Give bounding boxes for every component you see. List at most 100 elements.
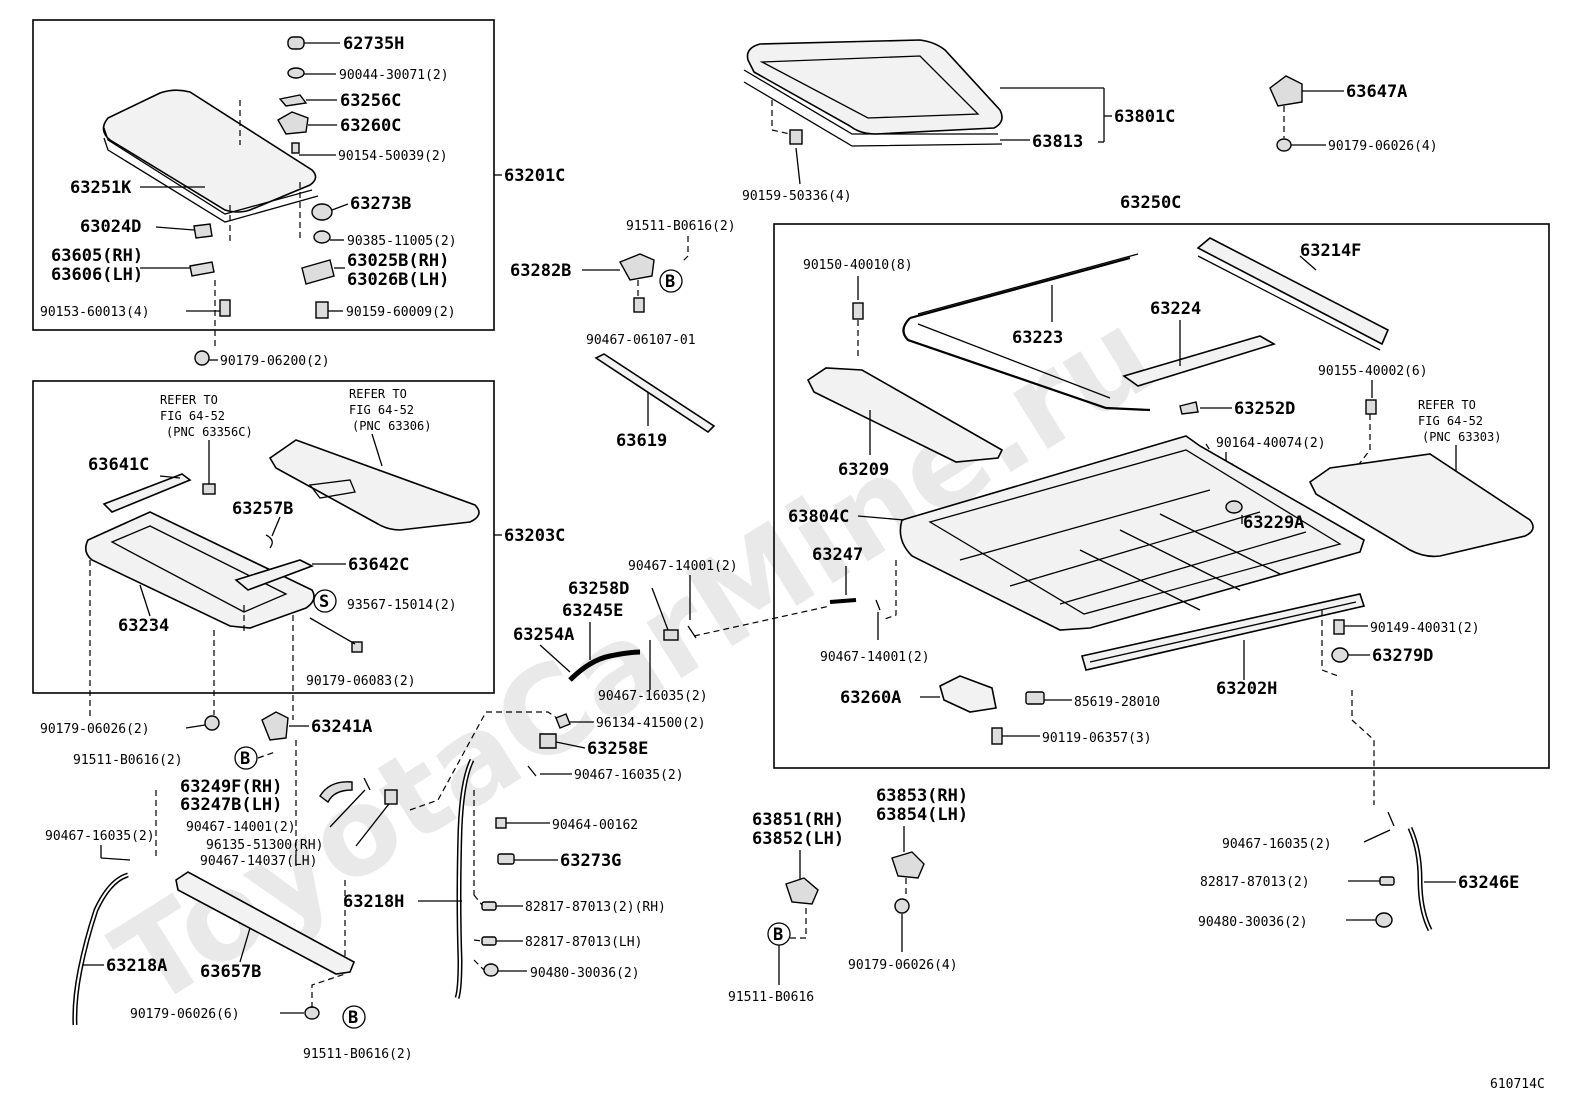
part-90153 xyxy=(219,299,231,317)
group-box-63203c xyxy=(32,380,495,694)
part-63258d xyxy=(663,629,679,641)
label-90467b: 90467-14037(LH) xyxy=(200,854,317,869)
label-90179a: 90179-06200(2) xyxy=(220,354,330,369)
label-90480a: 90480-30036(2) xyxy=(530,966,640,981)
label-90119: 90119-06357(3) xyxy=(1042,731,1152,746)
label-90179e: 90179-06026(4) xyxy=(1328,139,1438,154)
part-82817b xyxy=(481,936,497,946)
part-clip-90467e xyxy=(687,625,697,639)
part-glass-63801c xyxy=(743,39,1003,147)
label-63606: 63606(LH) xyxy=(51,265,143,285)
label-63251k: 63251K xyxy=(70,178,132,198)
part-63282b xyxy=(619,253,655,281)
label-82817b: 82817-87013(LH) xyxy=(525,935,642,950)
label-90179c: 90179-06026(2) xyxy=(40,722,150,737)
group-box-63250c xyxy=(773,223,1550,769)
label-63260c: 63260C xyxy=(340,116,401,136)
part-63229a xyxy=(1225,500,1243,514)
label-63229a: 63229A xyxy=(1243,513,1304,533)
part-90179f xyxy=(894,898,910,914)
refer-note-3: REFER TO FIG 64-52 (PNC 63303) xyxy=(1418,398,1501,444)
label-63852: 63852(LH) xyxy=(752,829,844,849)
part-63641c xyxy=(102,473,192,513)
callout-s xyxy=(313,589,337,613)
part-frame-63234 xyxy=(84,511,315,629)
svg-text:(PNC 63306): (PNC 63306) xyxy=(352,419,431,433)
part-63273b xyxy=(311,203,333,221)
label-63813: 63813 xyxy=(1032,132,1083,152)
part-clip-90467h xyxy=(875,599,881,611)
label-63801c: 63801C xyxy=(1114,107,1175,127)
svg-text:REFER TO: REFER TO xyxy=(160,393,218,407)
svg-text:FIG 64-52: FIG 64-52 xyxy=(1418,414,1483,428)
part-63260c xyxy=(277,111,309,135)
label-90464: 90464-00162 xyxy=(552,818,638,833)
svg-text:(PNC 63303): (PNC 63303) xyxy=(1422,430,1501,444)
label-63647a: 63647A xyxy=(1346,82,1407,102)
label-63214f: 63214F xyxy=(1300,241,1361,261)
part-hose-63218h xyxy=(454,758,475,999)
label-90150: 90150-40010(8) xyxy=(803,258,913,273)
label-91511a: 91511-B0616(2) xyxy=(73,753,183,768)
label-90159b: 90159-50336(4) xyxy=(742,189,852,204)
part-63252d xyxy=(1179,401,1199,415)
callout-b-3 xyxy=(659,269,683,293)
label-91511d: 91511-B0616 xyxy=(728,990,814,1005)
label-90154: 90154-50039(2) xyxy=(338,149,448,164)
label-63218h: 63218H xyxy=(343,892,404,912)
part-90149 xyxy=(1333,619,1345,635)
part-90480a xyxy=(483,963,499,977)
group-label-63203c: 63203C xyxy=(504,526,565,546)
label-90164: 90164-40074(2) xyxy=(1216,436,1326,451)
part-63853 xyxy=(891,851,925,879)
part-63241a xyxy=(261,711,289,741)
part-clip-90467i xyxy=(1387,811,1395,827)
refer-note-1: REFER TO FIG 64-52 (PNC 63356C) xyxy=(160,393,253,439)
label-82817a: 82817-87013(2)(RH) xyxy=(525,900,666,915)
part-90179b xyxy=(351,641,363,653)
label-90467e: 90467-14001(2) xyxy=(628,559,738,574)
part-90154 xyxy=(291,142,300,154)
label-90153: 90153-60013(4) xyxy=(40,305,150,320)
label-63249f: 63249F(RH) xyxy=(180,777,282,797)
label-90155: 90155-40002(6) xyxy=(1318,364,1428,379)
label-90149: 90149-40031(2) xyxy=(1370,621,1480,636)
label-63246e: 63246E xyxy=(1458,873,1519,893)
label-85619: 85619-28010 xyxy=(1074,695,1160,710)
label-63234: 63234 xyxy=(118,616,169,636)
label-91511b: 91511-B0616(2) xyxy=(303,1047,413,1062)
label-90480b: 90480-30036(2) xyxy=(1198,915,1308,930)
label-63258d: 63258D xyxy=(568,579,629,599)
part-63256c xyxy=(278,94,308,107)
label-63851: 63851(RH) xyxy=(752,810,844,830)
part-rail-63224 xyxy=(1122,335,1276,387)
label-63223: 63223 xyxy=(1012,328,1063,348)
part-63851 xyxy=(785,877,819,905)
label-63224: 63224 xyxy=(1150,299,1201,319)
label-63641c: 63641C xyxy=(88,455,149,475)
label-90179d: 90179-06026(6) xyxy=(130,1007,240,1022)
label-90179b: 90179-06083(2) xyxy=(306,674,416,689)
svg-text:FIG 64-52: FIG 64-52 xyxy=(160,409,225,423)
part-62735h xyxy=(287,36,305,50)
label-90467g: 90467-16035(2) xyxy=(574,768,684,783)
label-63245e: 63245E xyxy=(562,601,623,621)
label-63256c: 63256C xyxy=(340,91,401,111)
label-63853: 63853(RH) xyxy=(876,786,968,806)
part-bracket-63657b xyxy=(175,871,356,975)
label-63657b: 63657B xyxy=(200,962,261,982)
label-90159a: 90159-60009(2) xyxy=(346,305,456,320)
label-91511c: 91511-B0616(2) xyxy=(626,219,736,234)
part-deflector-63209 xyxy=(806,367,1004,463)
label-90467f: 90467-16035(2) xyxy=(598,689,708,704)
part-motor-63260a xyxy=(939,675,997,713)
part-90155 xyxy=(1365,399,1377,415)
part-63605 xyxy=(189,261,215,277)
part-96135 xyxy=(384,789,398,805)
part-90467d xyxy=(633,297,645,313)
part-90467a-clip xyxy=(363,777,371,791)
label-90467a: 90467-14001(2) xyxy=(186,820,296,835)
callout-b-1-text: B xyxy=(240,749,250,769)
svg-text:REFER TO: REFER TO xyxy=(349,387,407,401)
label-63254a: 63254A xyxy=(513,625,574,645)
